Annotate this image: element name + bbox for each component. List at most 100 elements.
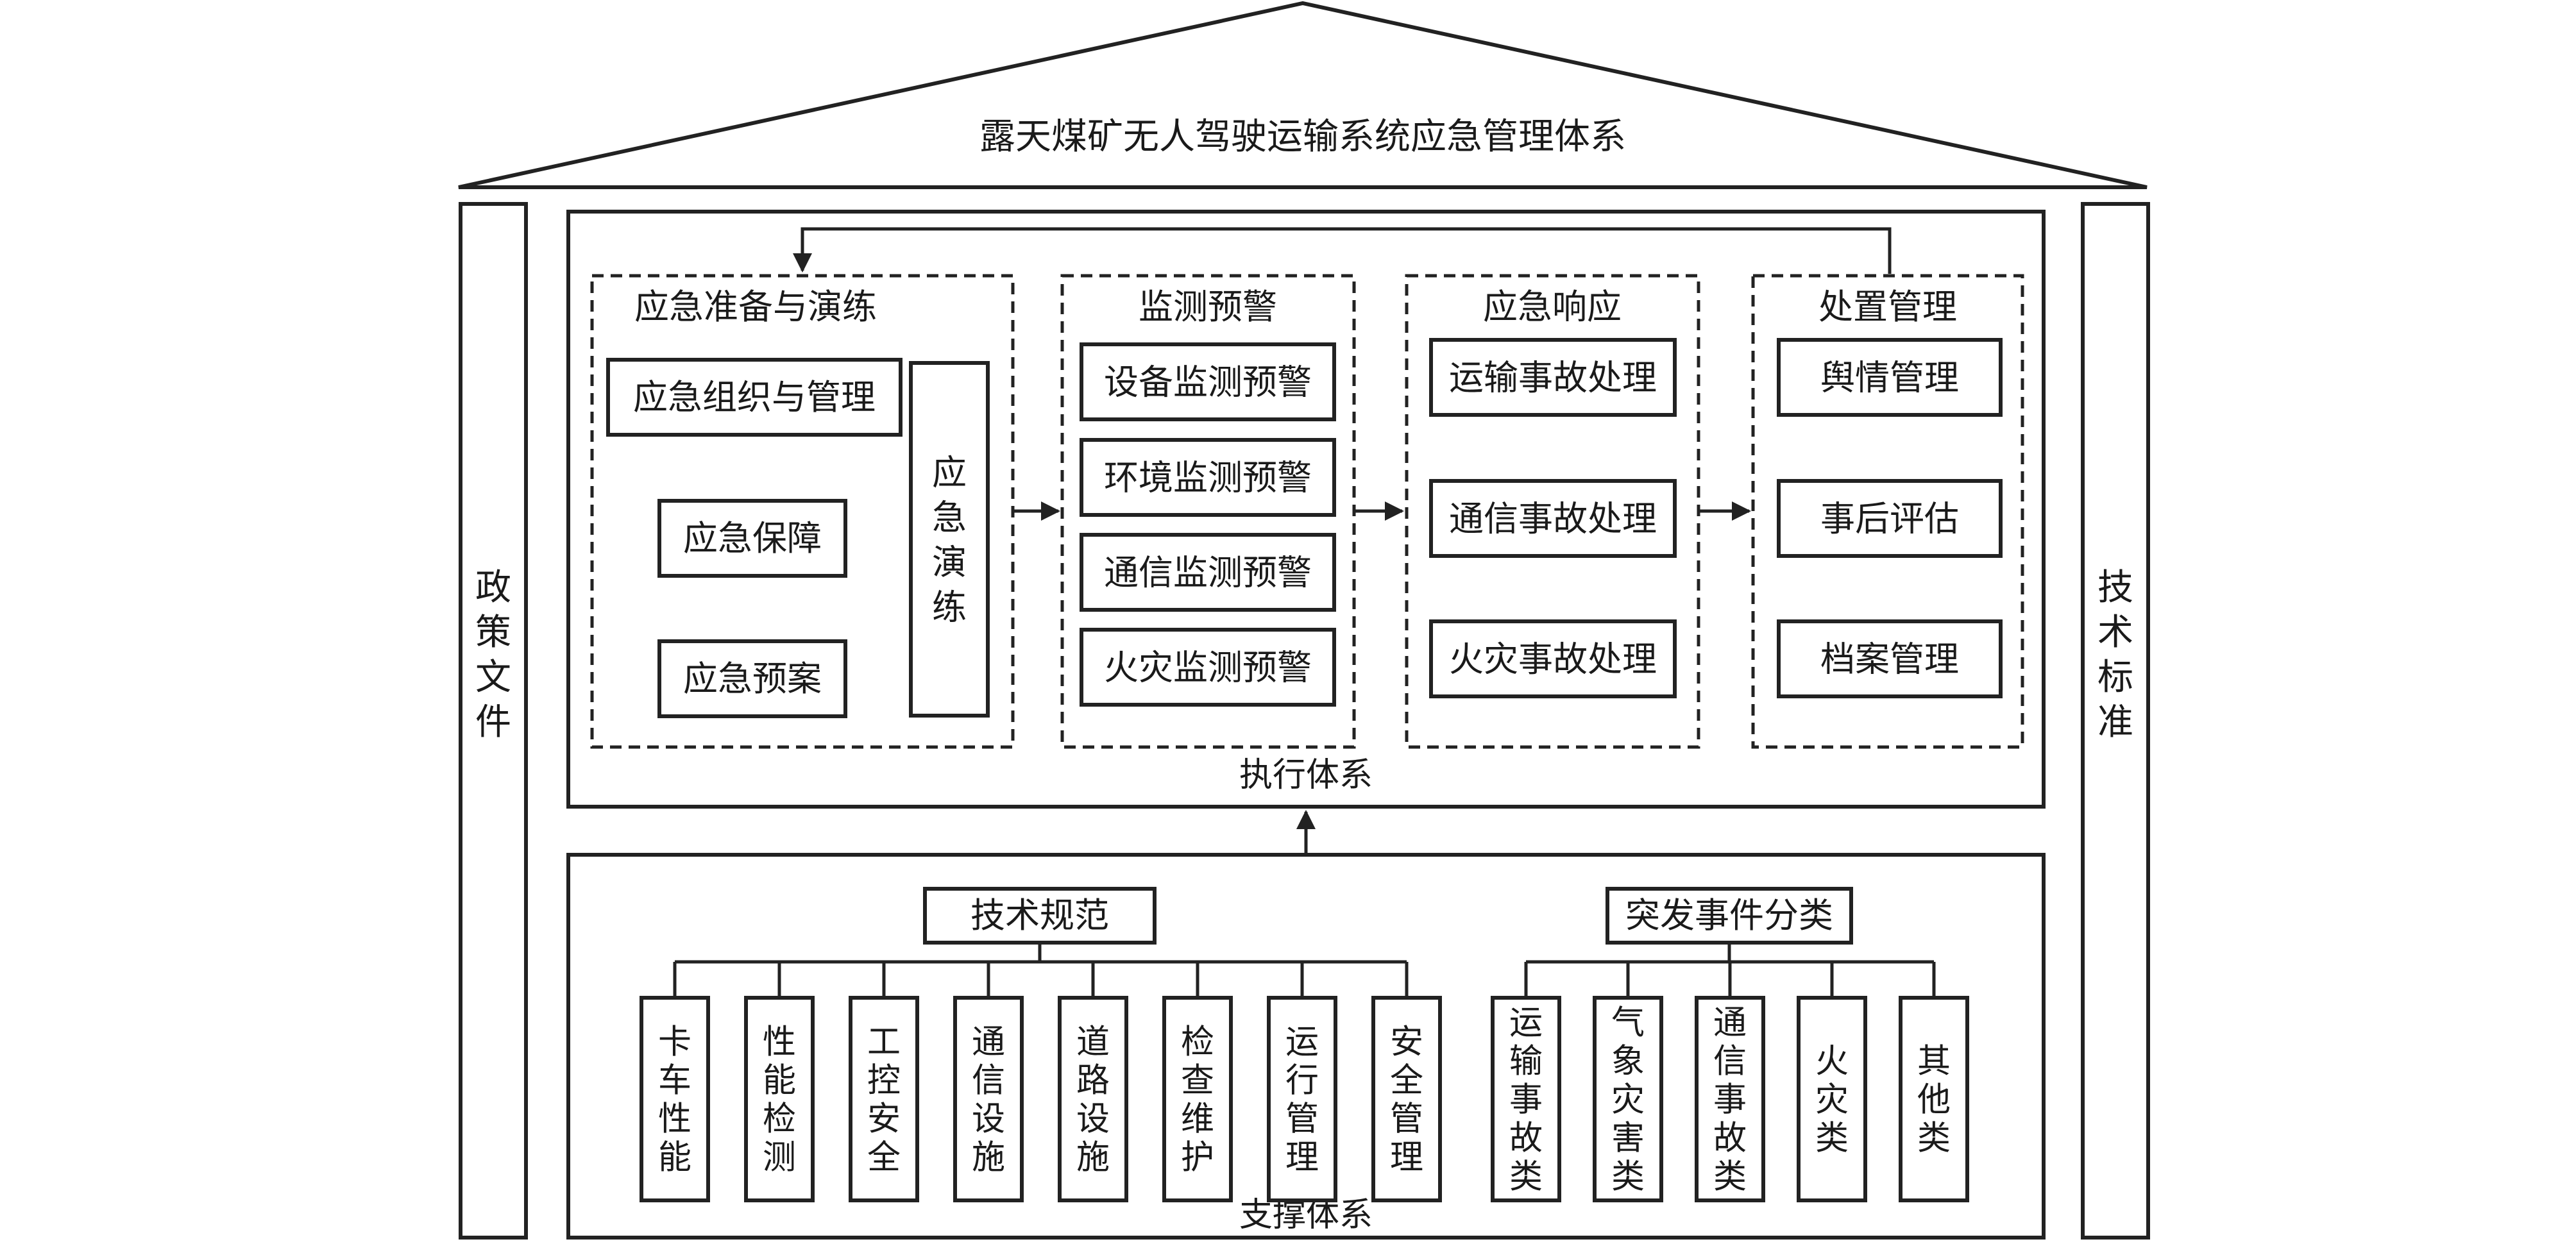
disposal-item-label: 档案管理 [1820,639,1959,680]
emergency-type-item-label: 火灾类 [1815,1043,1849,1158]
tech-spec-item-box [1267,996,1337,1202]
vertical-char: 测 [763,1139,796,1177]
tech-spec-item-box [1162,996,1233,1202]
org-management-box [606,358,902,437]
response-item-label: 通信事故处理 [1449,499,1657,539]
vertical-char: 信 [1713,1043,1747,1081]
disposal-item-label: 事后评估 [1820,499,1959,539]
vertical-char: 设 [1076,1100,1110,1139]
monitoring-item-label: 设备监测预警 [1104,362,1312,403]
vertical-char: 他 [1917,1081,1951,1120]
emergency-type-item-box [1797,996,1867,1202]
disposal-item-label: 舆情管理 [1820,358,1959,398]
roof [458,1,2148,189]
vertical-char: 灾 [1815,1081,1849,1120]
execution-system-panel [566,210,2046,809]
vertical-char: 检 [1181,1023,1214,1062]
vertical-char: 象 [1611,1043,1645,1081]
vertical-char: 全 [867,1139,901,1177]
emergency-type-item-box [1593,996,1663,1202]
monitoring-item-box [1080,628,1336,707]
vertical-char: 类 [1611,1158,1645,1197]
vertical-char: 类 [1917,1120,1951,1158]
response-item-label: 运输事故处理 [1449,358,1657,398]
response-item-label: 火灾事故处理 [1449,639,1657,680]
vertical-char: 管 [1285,1100,1319,1139]
right-pillar [2081,202,2150,1240]
vertical-char: 车 [658,1062,691,1100]
disposal-frame [1751,274,2024,749]
emergency-type-item-box [1899,996,1969,1202]
vertical-char: 类 [1815,1120,1849,1158]
tech-spec-item-box [1058,996,1128,1202]
vertical-char: 卡 [658,1023,691,1062]
vertical-char: 性 [658,1100,691,1139]
vertical-char: 施 [972,1139,1005,1177]
vertical-char: 信 [972,1062,1005,1100]
monitoring-item-label: 环境监测预警 [1104,458,1312,498]
vertical-char: 行 [1285,1062,1319,1100]
vertical-char: 运 [1285,1023,1319,1062]
emergency-type-item-box [1695,996,1765,1202]
vertical-char: 故 [1509,1120,1543,1158]
vertical-char: 通 [1713,1004,1747,1043]
tech-spec-item-box [1371,996,1442,1202]
vertical-char: 道 [1076,1023,1110,1062]
vertical-char: 维 [1181,1100,1214,1139]
vertical-char: 全 [1390,1062,1423,1100]
disposal-item-box [1777,619,2003,698]
diagram-title: 露天煤矿无人驾驶运输系统应急管理体系 [979,116,1626,158]
vertical-char: 运 [1509,1004,1543,1043]
vertical-char: 检 [763,1100,796,1139]
vertical-char: 件 [475,702,511,743]
vertical-char: 故 [1713,1120,1747,1158]
vertical-char: 气 [1611,1004,1645,1043]
vertical-char: 急 [932,497,967,537]
vertical-char: 控 [867,1062,901,1100]
monitoring-item-label: 通信监测预警 [1104,553,1312,593]
emergency-plan-box [657,639,847,718]
emergency-support-box [657,499,847,578]
monitoring-item-box [1080,438,1336,517]
tech-spec-item-box [953,996,1024,1202]
vertical-char: 应 [932,452,967,492]
monitoring-item-box [1080,342,1336,421]
vertical-char: 策 [475,612,511,653]
emergency-support-label: 应急保障 [683,518,822,559]
vertical-char: 性 [763,1023,796,1062]
emergency-plan-label: 应急预案 [683,659,822,699]
disposal-title: 处置管理 [1818,287,1957,327]
emergency-types-title: 突发事件分类 [1625,895,1833,936]
emergency-type-item-label: 其他类 [1917,1043,1951,1158]
vertical-char: 练 [932,587,967,627]
vertical-char: 通 [972,1023,1005,1062]
vertical-char: 灾 [1611,1081,1645,1120]
preparedness-title: 应急准备与演练 [634,287,877,327]
vertical-char: 事 [1713,1081,1747,1120]
tech-spec-item-box [744,996,815,1202]
vertical-char: 理 [1390,1139,1423,1177]
vertical-char: 技 [2097,567,2133,609]
vertical-char: 输 [1509,1043,1543,1081]
tech-spec-item-box [640,996,710,1202]
vertical-char: 事 [1509,1081,1543,1120]
vertical-char: 术 [2097,612,2133,653]
